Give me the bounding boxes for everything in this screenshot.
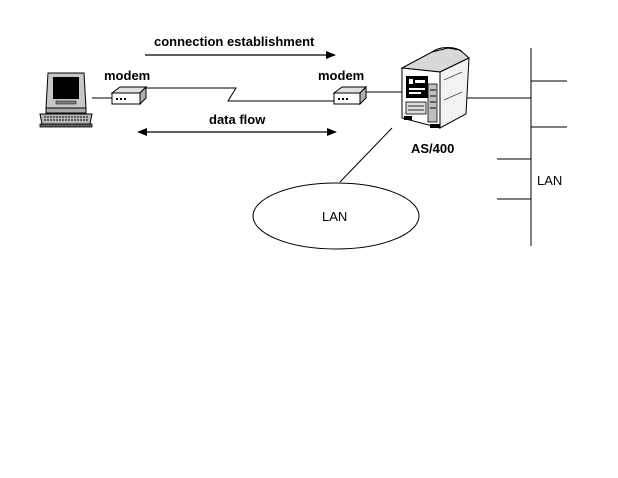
lan-ellipse-label: LAN <box>322 209 348 224</box>
modem-label-left: modem <box>104 68 151 83</box>
as400-server-icon <box>400 47 470 129</box>
modem-icon <box>332 85 368 106</box>
as400-label: AS/400 <box>411 141 455 156</box>
connection-establishment-label: connection establishment <box>154 34 315 49</box>
server-to-lan-line <box>339 127 393 183</box>
lan-ellipse <box>252 182 420 250</box>
computer-terminal-icon <box>39 72 93 128</box>
modem-icon <box>110 85 148 106</box>
lan-bus-label: LAN <box>537 173 563 188</box>
modem-label-right: modem <box>318 68 365 83</box>
phone-line <box>142 87 335 102</box>
data-flow-label: data flow <box>209 112 266 127</box>
